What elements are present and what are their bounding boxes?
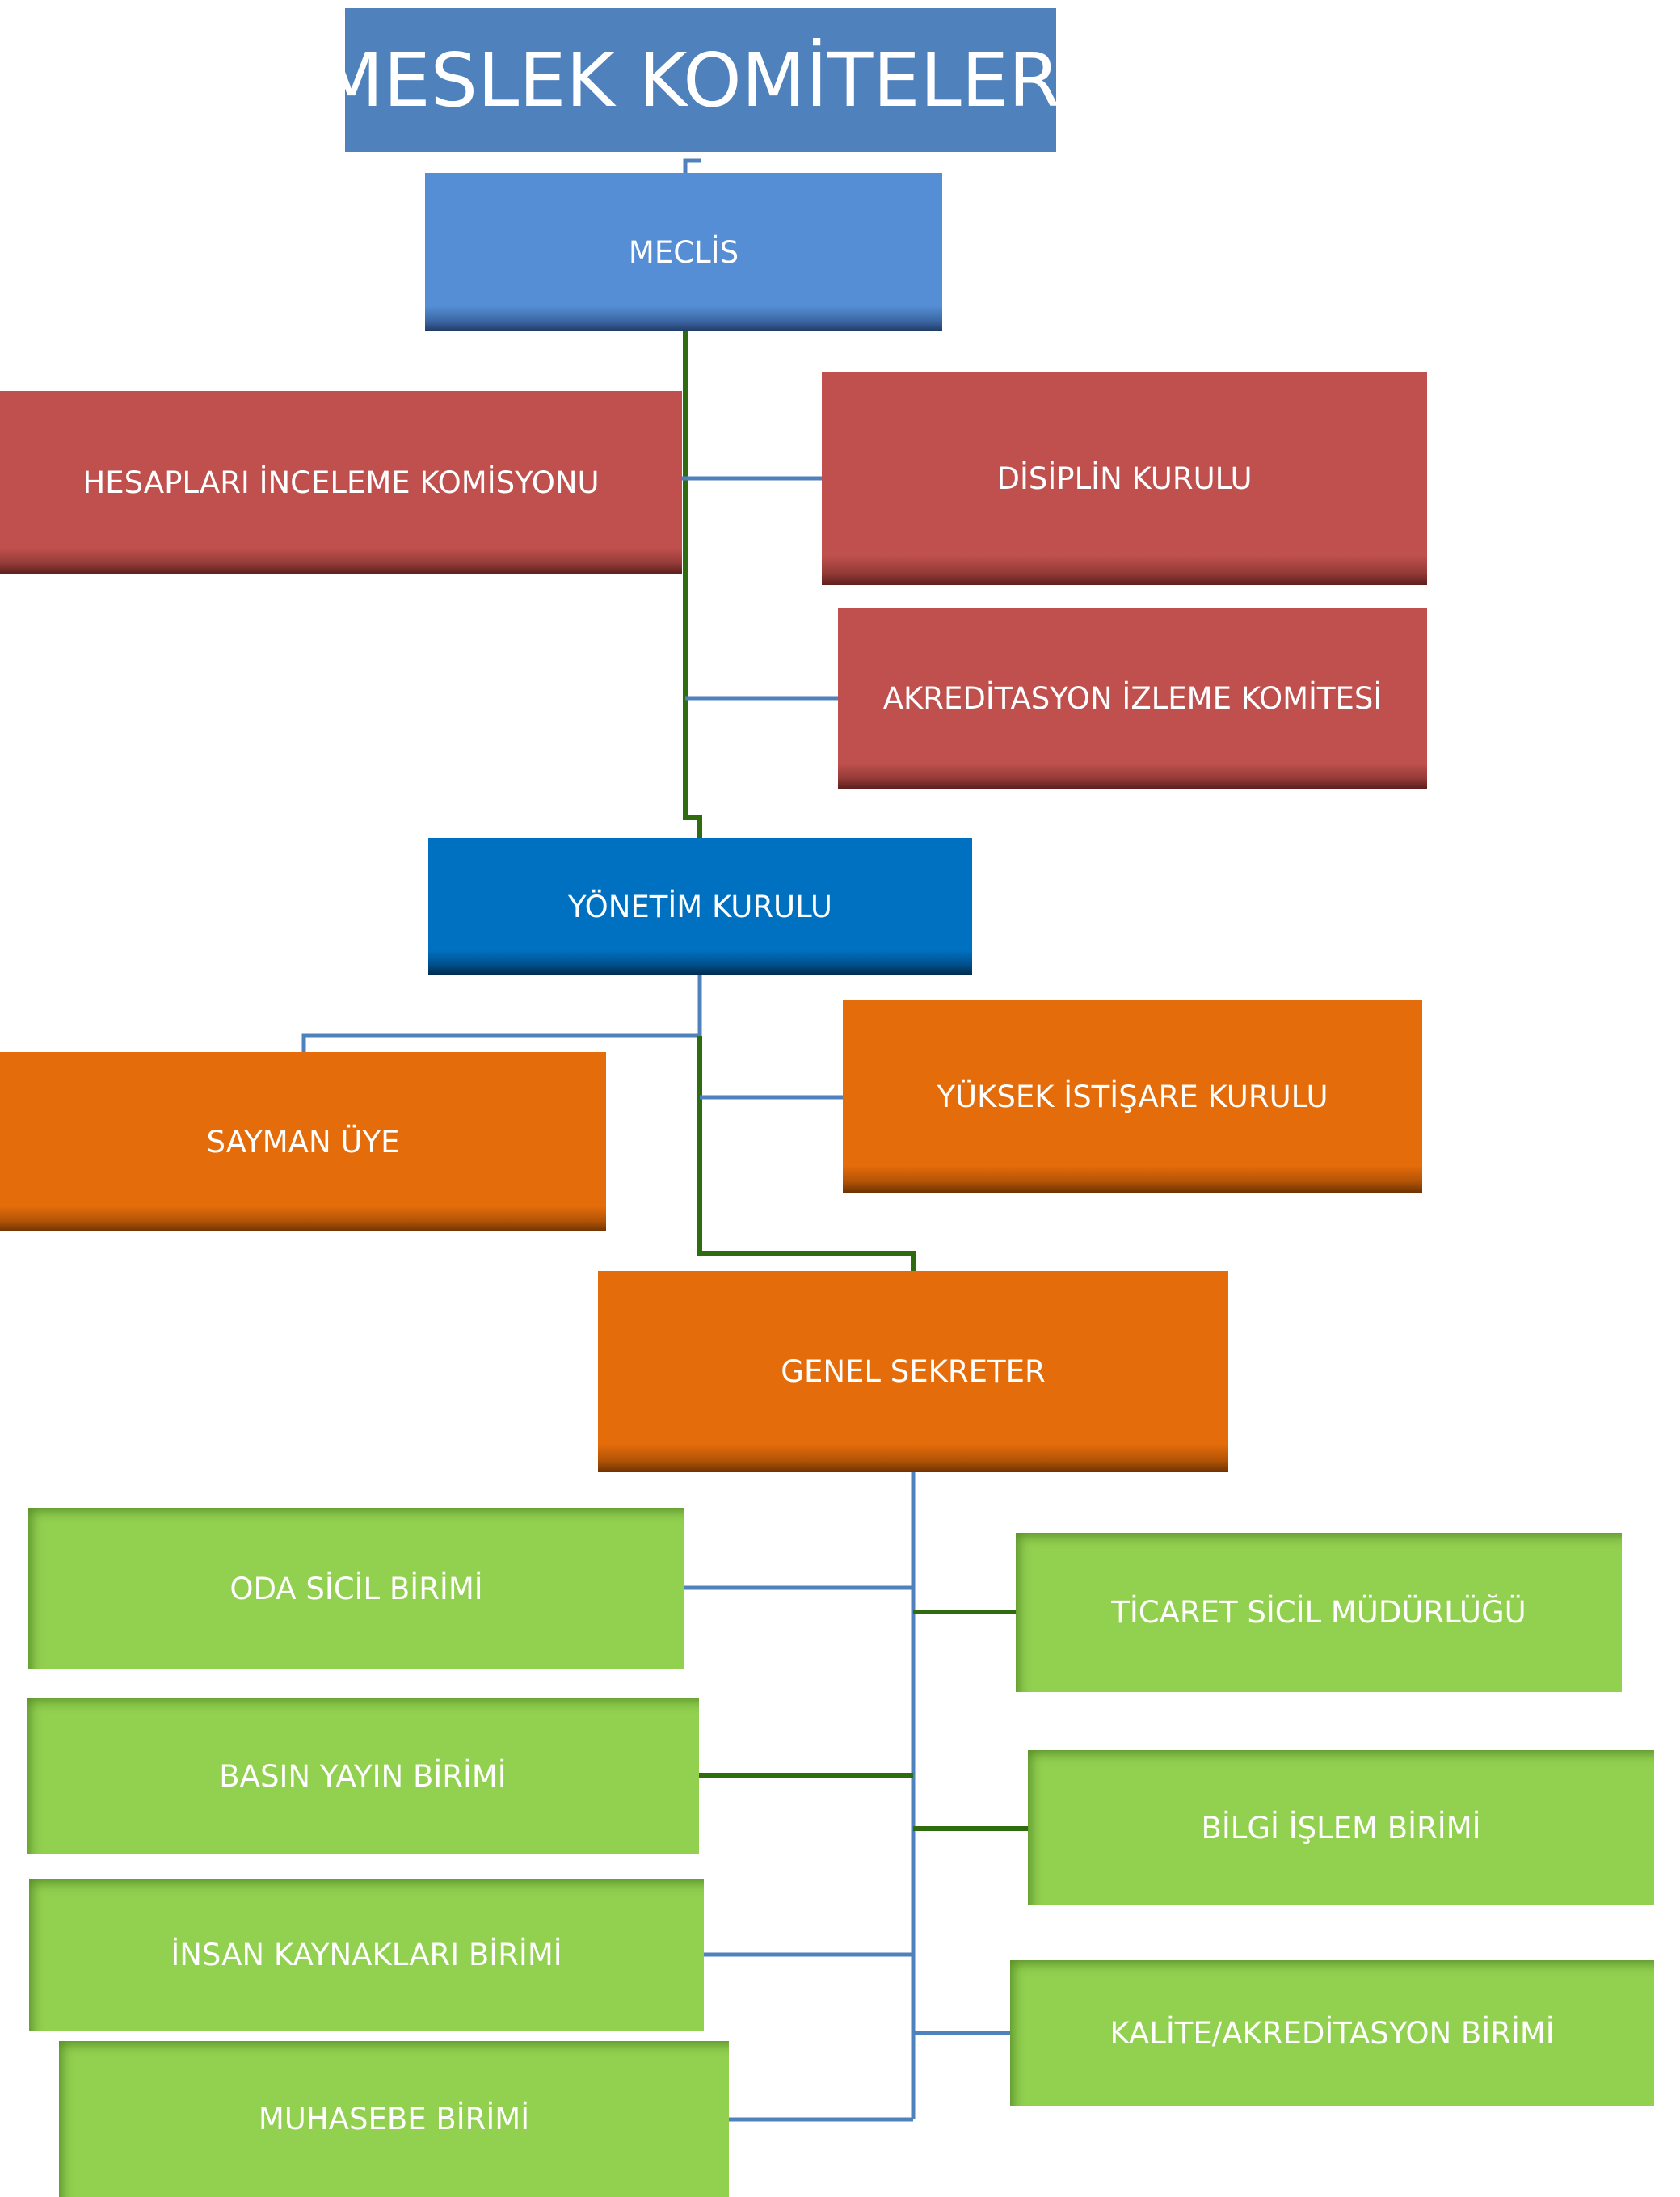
- node-yonetim-kurulu: YÖNETİM KURULU: [428, 838, 972, 975]
- node-bilgi-islem-birimi: BİLGİ İŞLEM BİRİMİ: [1028, 1750, 1654, 1905]
- connector-sayman: [301, 1033, 700, 1052]
- node-akreditasyon-izleme-komitesi: AKREDİTASYON İZLEME KOMİTESİ: [838, 608, 1427, 789]
- node-insan-kaynaklari-birimi: İNSAN KAYNAKLARI BİRİMİ: [29, 1879, 704, 2031]
- page-title: MESLEK KOMİTELERİ: [319, 8, 1082, 152]
- node-ticaret-sicil-mudurlugu: TİCARET SİCİL MÜDÜRLÜĞÜ: [1016, 1533, 1622, 1692]
- connector-yonetim-trunk-green: [697, 1036, 916, 1271]
- node-basin-yayin-birimi: BASIN YAYIN BİRİMİ: [27, 1698, 699, 1854]
- node-disiplin-kurulu: DİSİPLİN KURULU: [822, 372, 1427, 585]
- node-sayman-uye: SAYMAN ÜYE: [0, 1052, 606, 1231]
- node-muhasebe-birimi: MUHASEBE BİRİMİ: [59, 2041, 729, 2197]
- connector-title-meclis: [683, 158, 701, 173]
- node-oda-sicil-birimi: ODA SİCİL BİRİMİ: [28, 1508, 684, 1669]
- connector-meclis-trunk: [683, 331, 702, 838]
- node-hesaplari-inceleme-komisyonu: HESAPLARI İNCELEME KOMİSYONU: [0, 391, 682, 574]
- node-yuksek-istisare-kurulu: YÜKSEK İSTİŞARE KURULU: [843, 1000, 1422, 1193]
- node-kalite-akreditasyon-birimi: KALİTE/AKREDİTASYON BİRİMİ: [1010, 1960, 1654, 2106]
- node-genel-sekreter: GENEL SEKRETER: [598, 1271, 1228, 1472]
- node-meclis: MECLİS: [425, 173, 942, 331]
